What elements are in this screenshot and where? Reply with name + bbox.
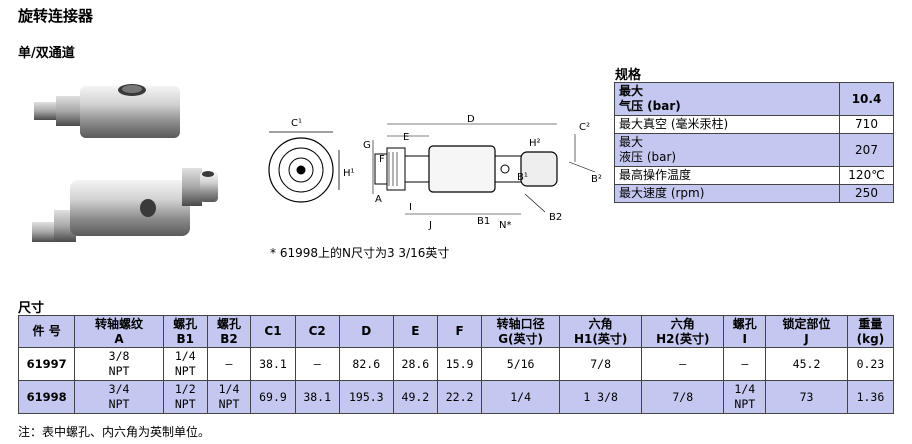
diagram-label: F bbox=[379, 154, 385, 165]
footnote: * 61998上的N尺寸为3 3/16英寸 bbox=[270, 246, 450, 260]
dims-title: 尺寸 bbox=[18, 301, 45, 316]
diagram-label: B1 bbox=[477, 216, 490, 227]
table-cell: 73 bbox=[765, 380, 848, 414]
table-cell: 5/16 bbox=[481, 347, 561, 381]
diagram-label: I bbox=[409, 202, 412, 213]
page-title: 旋转连接器 bbox=[18, 7, 94, 25]
diagram-label: N* bbox=[499, 220, 511, 231]
table-cell: — bbox=[641, 347, 725, 381]
dual-channel-photo bbox=[32, 168, 218, 242]
diagram-label: H¹ bbox=[343, 168, 355, 179]
column-header: C2 bbox=[294, 315, 340, 348]
table-cell: 45.2 bbox=[765, 347, 848, 381]
spec-table: 最大气压 (bar) 10.4 最大真空 (毫米汞柱) 710 最大液压 (ba… bbox=[614, 82, 894, 203]
single-channel-photo bbox=[34, 84, 180, 138]
spec-row: 最大真空 (毫米汞柱) 710 bbox=[614, 115, 894, 134]
diagram-label: A bbox=[375, 194, 382, 205]
spec-title: 规格 bbox=[615, 68, 642, 83]
section-subtitle: 单/双通道 bbox=[18, 46, 75, 61]
table-cell: 195.3 bbox=[338, 380, 394, 414]
table-cell: 1 3/8 bbox=[559, 380, 643, 414]
table-cell: 1.36 bbox=[846, 380, 895, 414]
diagram-label: B² bbox=[591, 174, 602, 185]
column-header: E bbox=[392, 315, 438, 348]
diagram-label: B¹ bbox=[517, 172, 528, 183]
table-cell: 82.6 bbox=[338, 347, 394, 381]
table-cell: 1/4 bbox=[481, 380, 561, 414]
table-cell: 49.2 bbox=[392, 380, 438, 414]
table-cell: 38.1 bbox=[294, 380, 340, 414]
column-header: C1 bbox=[250, 315, 296, 348]
bottom-note: 注：表中螺孔、内六角为英制单位。 bbox=[18, 425, 211, 439]
table-cell: 38.1 bbox=[250, 347, 296, 381]
part-number-cell: 61997 bbox=[17, 347, 76, 381]
diagram-label: J bbox=[428, 220, 432, 231]
diagram-label: H² bbox=[529, 138, 541, 149]
table-cell: — bbox=[723, 347, 767, 381]
table-cell: 7/8 bbox=[641, 380, 725, 414]
table-cell: — bbox=[206, 347, 252, 381]
table-cell: 69.9 bbox=[250, 380, 296, 414]
spec-row: 最高操作温度 120℃ bbox=[614, 166, 894, 185]
column-header: D bbox=[338, 315, 394, 348]
diagram-label: C² bbox=[579, 122, 590, 133]
part-number-cell: 61998 bbox=[17, 380, 76, 414]
spec-row: 最大液压 (bar) 207 bbox=[614, 133, 894, 167]
table-cell: 0.23 bbox=[846, 347, 895, 381]
diagram-label: G bbox=[363, 140, 371, 151]
diagram-label: C¹ bbox=[291, 118, 302, 129]
table-cell: 7/8 bbox=[559, 347, 643, 381]
spec-row: 最大速度 (rpm) 250 bbox=[614, 184, 894, 203]
table-cell: 15.9 bbox=[436, 347, 483, 381]
product-photo bbox=[32, 84, 218, 242]
dimension-diagram: C¹ G E D H² C² H¹ F B¹ B² A I J B1 N* B2 bbox=[268, 114, 602, 231]
diagram-label: D bbox=[467, 114, 475, 125]
table-cell: 22.2 bbox=[436, 380, 483, 414]
spec-row: 最大气压 (bar) 10.4 bbox=[614, 82, 894, 116]
table-cell: — bbox=[294, 347, 340, 381]
column-header: F bbox=[436, 315, 483, 348]
diagram-label: E bbox=[403, 132, 409, 143]
column-header: 件 号 bbox=[17, 315, 76, 348]
table-cell: 28.6 bbox=[392, 347, 438, 381]
diagram-label: B2 bbox=[549, 212, 562, 223]
column-header: 重量(kg) bbox=[846, 315, 895, 348]
